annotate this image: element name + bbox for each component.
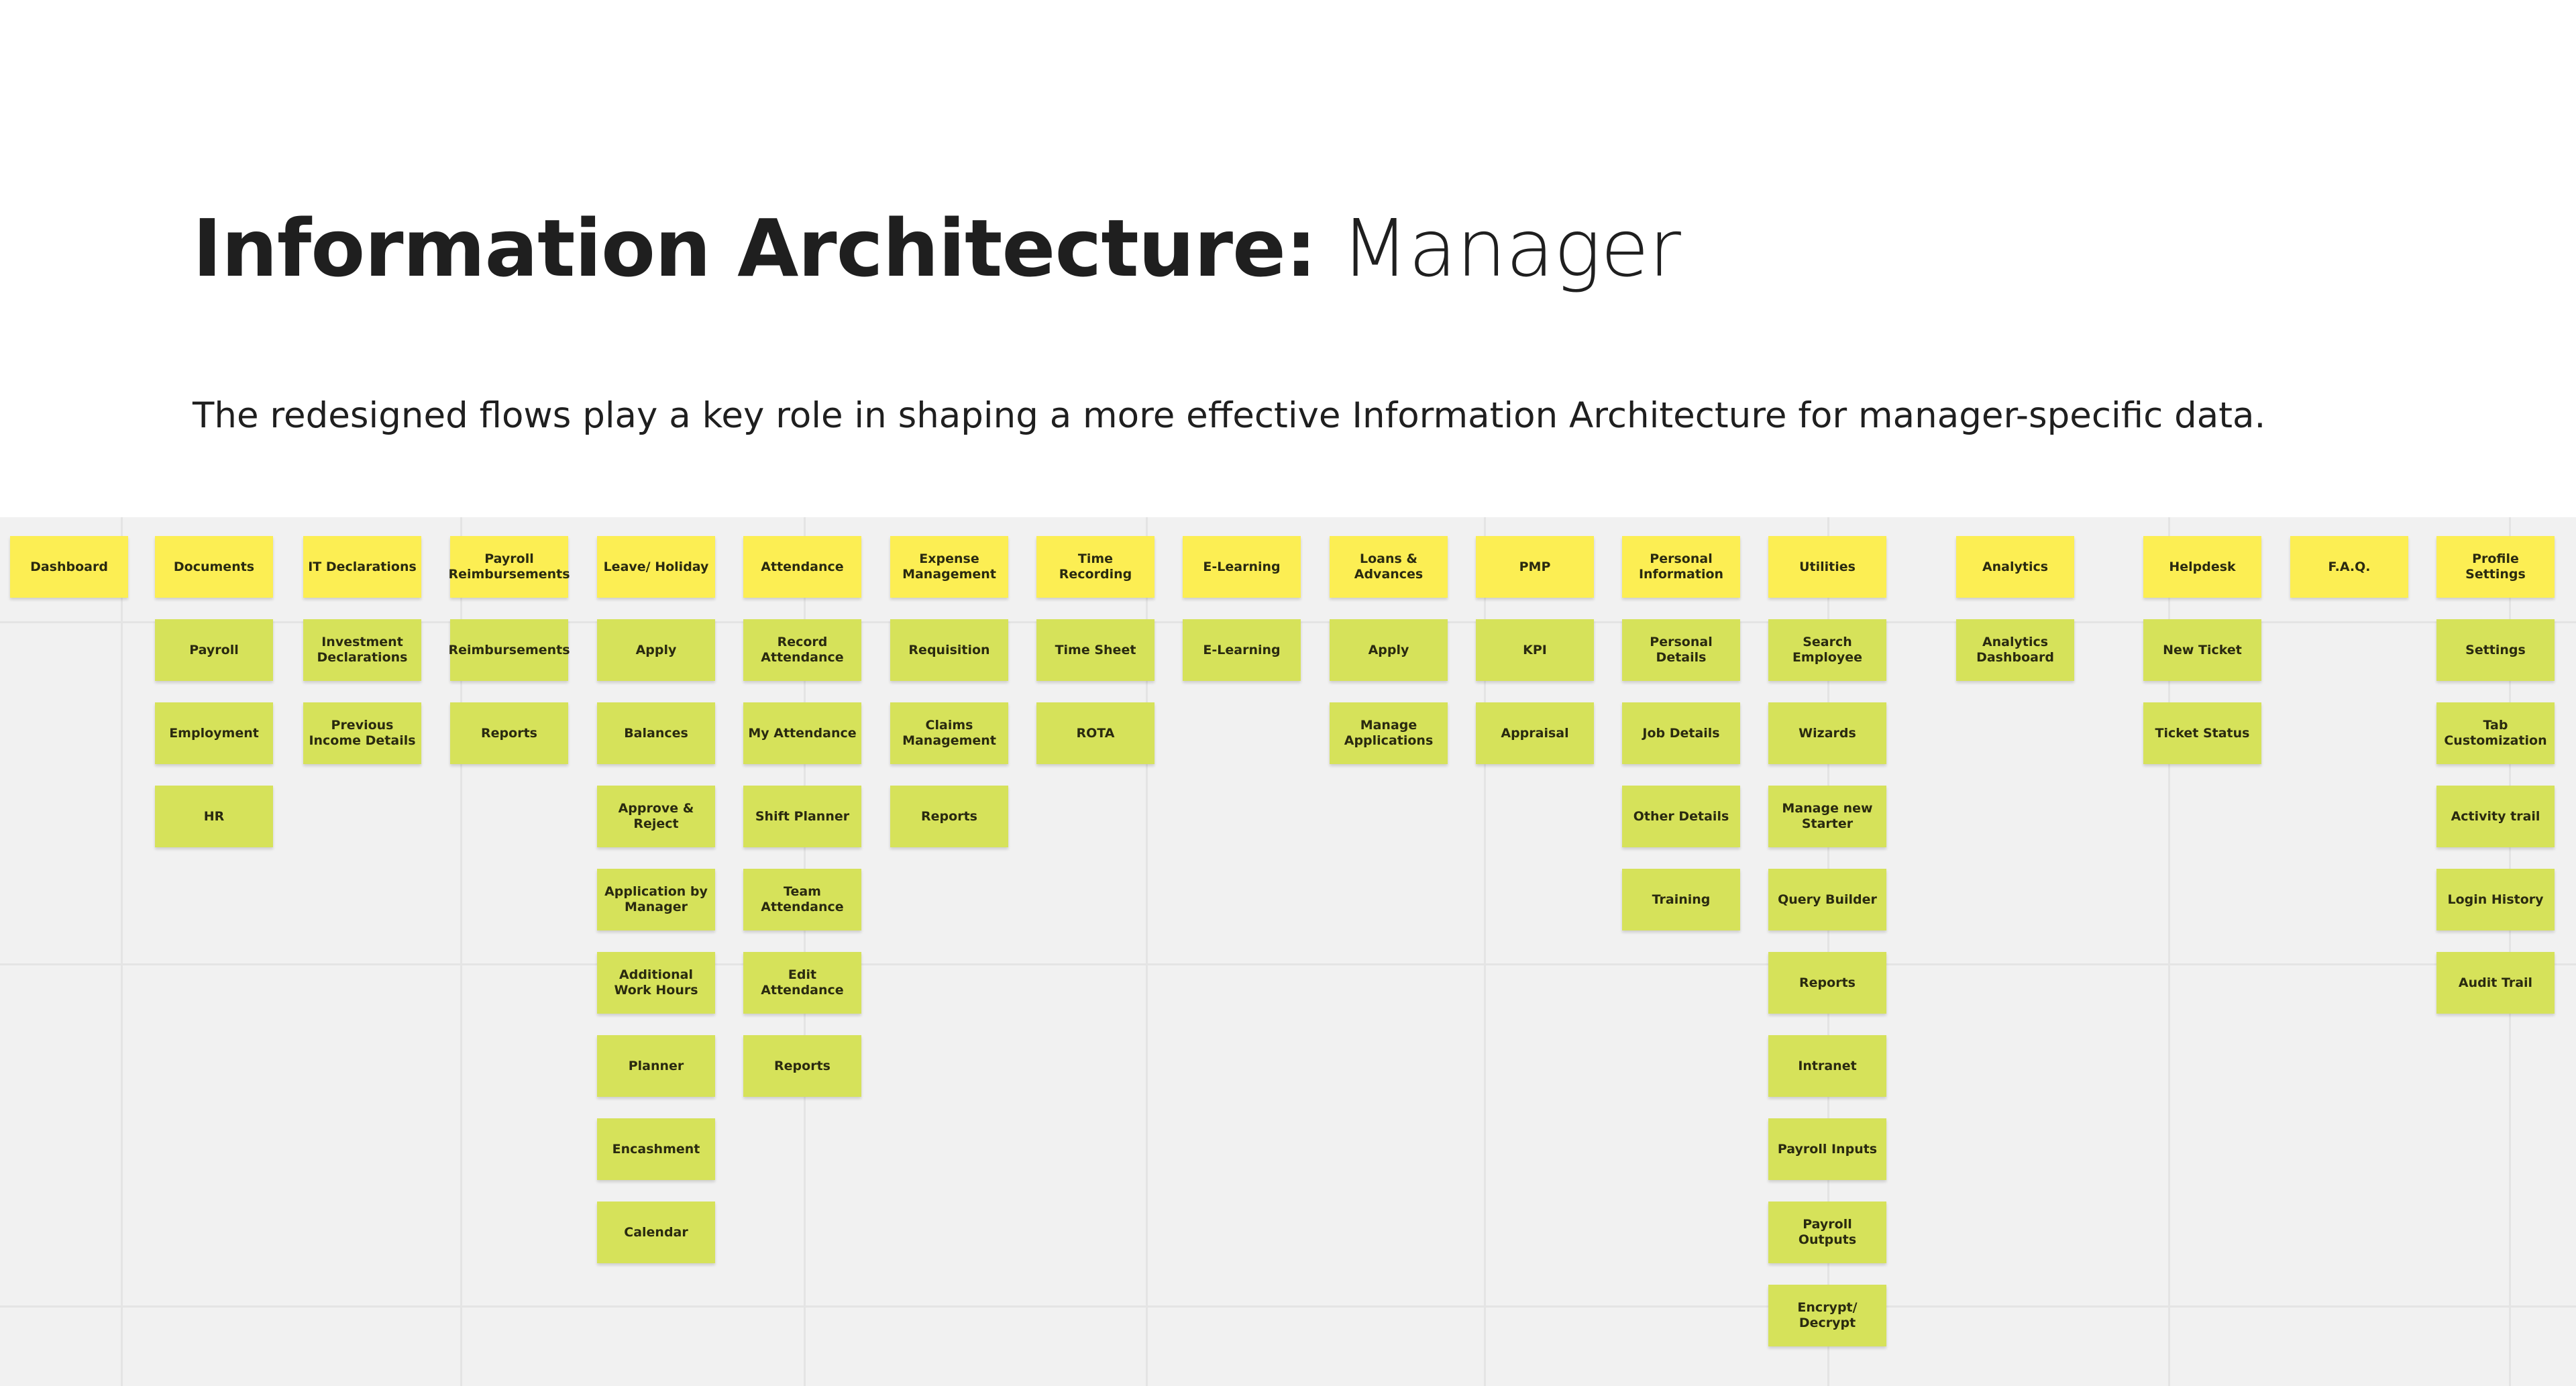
ia-item-note: Edit Attendance	[743, 952, 861, 1014]
grid-line	[1827, 517, 1829, 1386]
ia-item-note: Investment Declarations	[303, 619, 421, 681]
ia-section-note: Expense Management	[890, 536, 1008, 598]
page-title-bold: Information Architecture:	[193, 202, 1317, 295]
ia-item-note: Reports	[1768, 952, 1886, 1014]
ia-item-note: New Ticket	[2143, 619, 2261, 681]
ia-item-note: E-Learning	[1183, 619, 1301, 681]
grid-line	[1484, 517, 1486, 1386]
page-title-light: Manager	[1316, 202, 1681, 295]
ia-item-note: Reports	[743, 1035, 861, 1097]
ia-section-note: E-Learning	[1183, 536, 1301, 598]
ia-item-note: Appraisal	[1476, 702, 1594, 764]
ia-item-note: Payroll Inputs	[1768, 1118, 1886, 1180]
ia-section-note: Utilities	[1768, 536, 1886, 598]
ia-item-note: Shift Planner	[743, 786, 861, 847]
ia-item-note: Encashment	[597, 1118, 715, 1180]
ia-item-note: Team Attendance	[743, 869, 861, 930]
ia-item-note: Application by Manager	[597, 869, 715, 930]
ia-item-note: Manage Applications	[1330, 702, 1448, 764]
ia-section-note: Time Recording	[1036, 536, 1155, 598]
ia-section-note: Analytics	[1956, 536, 2074, 598]
ia-section-note: Documents	[155, 536, 273, 598]
ia-section-note: Helpdesk	[2143, 536, 2261, 598]
page-subtitle: The redesigned flows play a key role in …	[193, 395, 2266, 436]
ia-item-note: Reports	[890, 786, 1008, 847]
ia-item-note: Wizards	[1768, 702, 1886, 764]
ia-item-note: Claims Management	[890, 702, 1008, 764]
ia-item-note: Other Details	[1622, 786, 1740, 847]
ia-item-note: Encrypt/ Decrypt	[1768, 1285, 1886, 1346]
ia-item-note: Settings	[2436, 619, 2555, 681]
page-title: Information Architecture: Manager	[193, 201, 1681, 295]
ia-item-note: Personal Details	[1622, 619, 1740, 681]
ia-section-note: IT Declarations	[303, 536, 421, 598]
ia-item-note: Audit Trail	[2436, 952, 2555, 1014]
ia-item-note: Payroll Outputs	[1768, 1202, 1886, 1263]
ia-item-note: Time Sheet	[1036, 619, 1155, 681]
ia-section-note: Payroll Reimbursements	[448, 536, 570, 598]
ia-item-note: Training	[1622, 869, 1740, 930]
ia-item-note: Balances	[597, 702, 715, 764]
ia-item-note: KPI	[1476, 619, 1594, 681]
ia-item-note: Job Details	[1622, 702, 1740, 764]
grid-line	[0, 1305, 2576, 1308]
grid-line	[2168, 517, 2170, 1386]
ia-item-note: Query Builder	[1768, 869, 1886, 930]
ia-section-note: Profile Settings	[2436, 536, 2555, 598]
ia-section-note: Dashboard	[10, 536, 128, 598]
ia-item-note: Apply	[1330, 619, 1448, 681]
grid-line	[2509, 517, 2511, 1386]
ia-item-note: Calendar	[597, 1202, 715, 1263]
ia-section-note: PMP	[1476, 536, 1594, 598]
ia-item-note: Apply	[597, 619, 715, 681]
ia-section-note: Personal Information	[1622, 536, 1740, 598]
ia-section-note: Leave/ Holiday	[597, 536, 715, 598]
ia-item-note: Manage new Starter	[1768, 786, 1886, 847]
grid-line	[460, 517, 462, 1386]
grid-line	[804, 517, 806, 1386]
ia-section-note: F.A.Q.	[2290, 536, 2408, 598]
ia-item-note: Reports	[450, 702, 568, 764]
ia-item-note: Tab Customization	[2436, 702, 2555, 764]
ia-section-note: Attendance	[743, 536, 861, 598]
ia-item-note: Record Attendance	[743, 619, 861, 681]
ia-item-note: Planner	[597, 1035, 715, 1097]
ia-item-note: Analytics Dashboard	[1956, 619, 2074, 681]
ia-item-note: Employment	[155, 702, 273, 764]
grid-line	[0, 963, 2576, 965]
ia-item-note: Additional Work Hours	[597, 952, 715, 1014]
ia-item-note: My Attendance	[743, 702, 861, 764]
ia-item-note: Payroll	[155, 619, 273, 681]
ia-item-note: Approve & Reject	[597, 786, 715, 847]
ia-item-note: Previous Income Details	[303, 702, 421, 764]
ia-item-note: Search Employee	[1768, 619, 1886, 681]
grid-line	[1146, 517, 1148, 1386]
ia-item-note: Ticket Status	[2143, 702, 2261, 764]
ia-item-note: Requisition	[890, 619, 1008, 681]
ia-section-note: Loans & Advances	[1330, 536, 1448, 598]
ia-item-note: Reimbursements	[448, 619, 570, 681]
ia-item-note: HR	[155, 786, 273, 847]
ia-item-note: Intranet	[1768, 1035, 1886, 1097]
ia-item-note: Login History	[2436, 869, 2555, 930]
ia-item-note: Activity trail	[2436, 786, 2555, 847]
ia-item-note: ROTA	[1036, 702, 1155, 764]
grid-line	[121, 517, 123, 1386]
